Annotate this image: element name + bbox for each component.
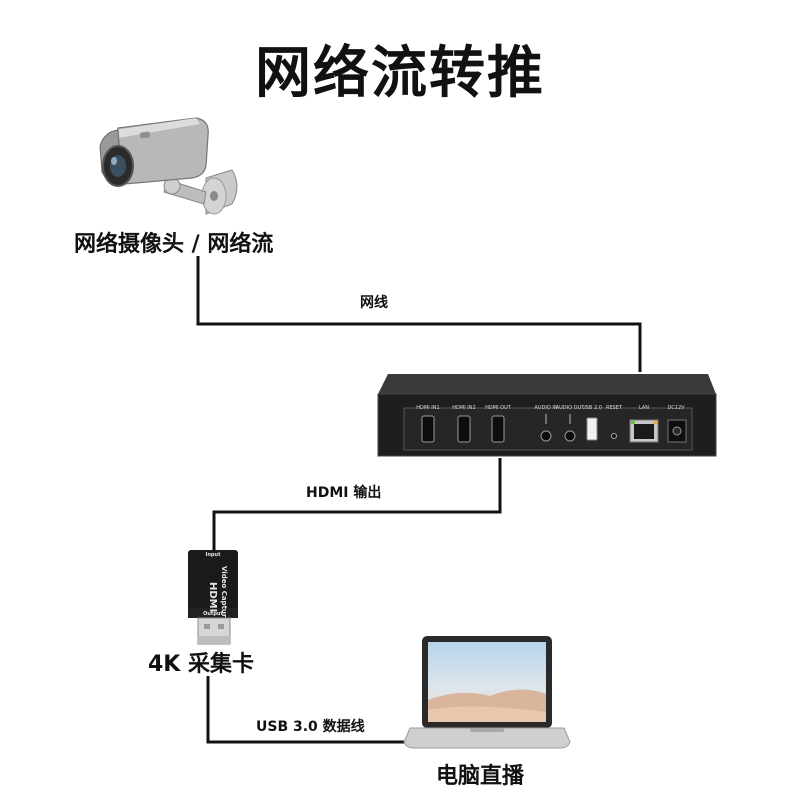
dc-power-port-icon — [667, 419, 687, 443]
laptop-icon — [403, 636, 571, 749]
capture-name-label: Video Capture — [220, 566, 228, 622]
capture-input-label: Input — [206, 552, 222, 558]
audio-jack-icon — [540, 414, 576, 442]
capture-card-label: 4K 采集卡 — [148, 652, 255, 677]
port-label-hdmi-out: HDMI OUT — [485, 405, 512, 411]
port-label-hdmi-in2: HDMI IN2 — [452, 405, 475, 411]
capture-card-icon: Input HDMI Video Capture Output — [188, 550, 238, 645]
connector-lines — [196, 256, 642, 744]
network-cable-line — [196, 256, 642, 372]
capture-brand-label: HDMI — [207, 582, 218, 612]
capture-output-label: Output — [203, 611, 223, 617]
camera-label: 网络摄像头 / 网络流 — [74, 232, 274, 257]
stream-device: HDMI IN1 HDMI IN2 HDMI OUT AUDIO IN AUDI… — [377, 374, 717, 457]
lan-port-icon — [629, 419, 659, 443]
usb-cable-label: USB 3.0 数据线 — [256, 719, 365, 735]
port-label-lan: LAN — [639, 405, 649, 411]
port-label-usb: USB 2.0 — [582, 405, 602, 411]
hdmi-output-label: HDMI 输出 — [306, 485, 382, 501]
hdmi-cable-line — [212, 458, 502, 550]
usb-port-icon — [586, 417, 598, 441]
camera-icon — [99, 117, 238, 215]
port-label-hdmi-in1: HDMI IN1 — [416, 405, 439, 411]
usb-cable-line — [206, 676, 412, 744]
hdmi-port-icon — [421, 415, 505, 443]
port-label-audio-in: AUDIO IN — [534, 405, 557, 411]
port-label-dc: DC12V — [667, 405, 685, 411]
network-cable-label: 网线 — [360, 295, 388, 311]
pc-stream-label: 电脑直播 — [436, 764, 525, 789]
port-label-reset: RESET — [606, 405, 623, 411]
reset-button-icon — [611, 433, 617, 439]
page-title: 网络流转推 — [255, 41, 545, 106]
port-label-audio-out: AUDIO OUT — [556, 405, 586, 411]
